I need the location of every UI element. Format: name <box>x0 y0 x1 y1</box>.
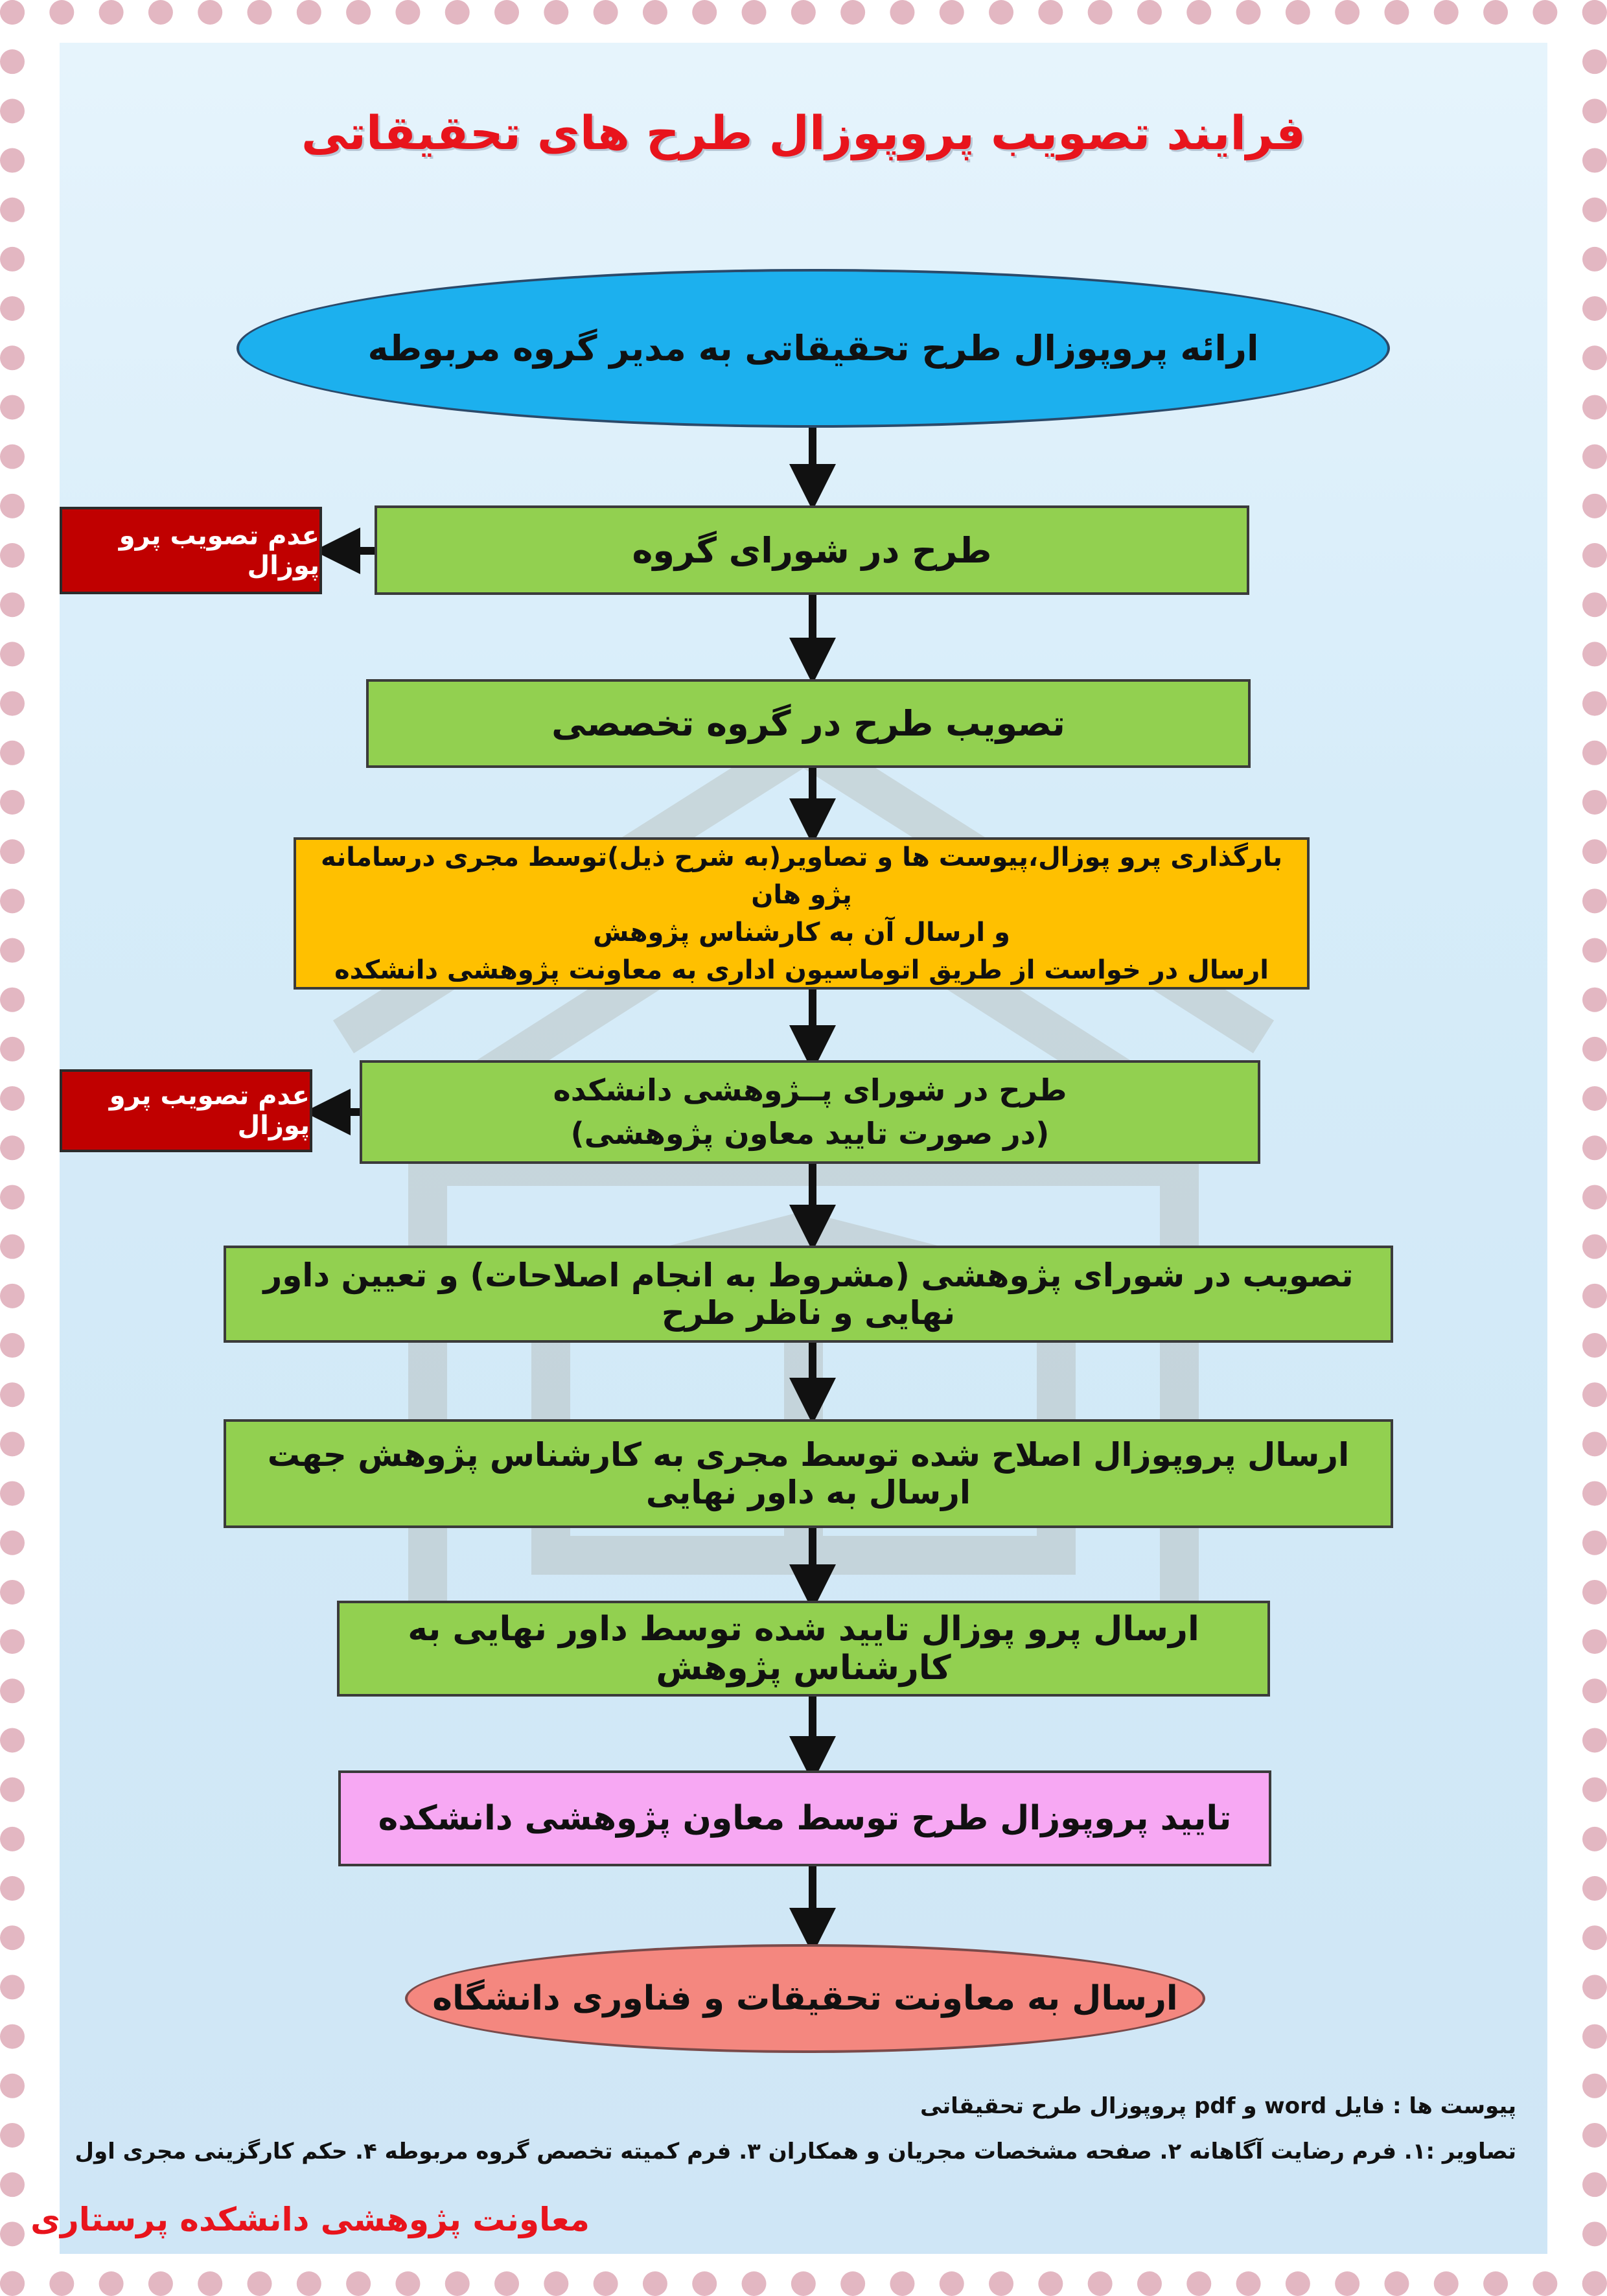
upload-line-3: ارسال در خواست از طریق اتوماسیون اداری ب… <box>334 955 1269 985</box>
reject-label-2: عدم تصویب پرو پوزال <box>109 1081 310 1141</box>
specialized-group-label: تصویب طرح در گروه تخصصی <box>551 703 1065 744</box>
send-approved-label: ارسال پرو پوزال تایید شده توسط داور نهای… <box>408 1610 1199 1687</box>
footer-signature: معاونت پژوهشی دانشکده پرستاری <box>30 2201 590 2238</box>
reject-box-1: عدم تصویب پرو پوزال <box>60 507 322 594</box>
images-note: تصاویر :۱. فرم رضایت آگاهانه ۲. صفحه مشخ… <box>75 2139 1516 2164</box>
start-node-label: ارائه پروپوزال طرح تحقیقاتی به مدیر گروه… <box>367 328 1259 369</box>
send-corrected-node: ارسال پروپوزال اصلاح شده توسط مجری به کا… <box>224 1419 1393 1528</box>
vice-approval-node: تایید پروپوزال طرح توسط معاون پژوهشی دان… <box>338 1770 1271 1866</box>
reject-box-2: عدم تصویب پرو پوزال <box>60 1069 312 1152</box>
upload-node: بارگذاری پرو پوزال،پیوست ها و تصاویر(به … <box>294 837 1310 990</box>
page-title: فرایند تصویب پروپوزال طرح های تحقیقاتی <box>301 106 1306 160</box>
approval-conditional-label: تصویب در شورای پژوهشی (مشروط به انجام اص… <box>263 1257 1354 1332</box>
end-node-label: ارسال به معاونت تحقیقات و فناوری دانشگاه <box>432 1979 1178 2018</box>
faculty-council-line-1: طرح در شورای پــژوهشی دانشکده <box>553 1073 1067 1108</box>
upload-line-1: بارگذاری پرو پوزال،پیوست ها و تصاویر(به … <box>320 842 1283 910</box>
approval-conditional-node: تصویب در شورای پژوهشی (مشروط به انجام اص… <box>224 1246 1393 1343</box>
attachments-note: پیوست ها : فایل word و pdf پروپوزال طرح … <box>919 2093 1516 2119</box>
send-approved-node: ارسال پرو پوزال تایید شده توسط داور نهای… <box>337 1601 1270 1697</box>
upload-line-2: و ارسال آن به کارشناس پژوهش <box>593 917 1010 947</box>
vice-approval-label: تایید پروپوزال طرح توسط معاون پژوهشی دان… <box>378 1799 1232 1838</box>
faculty-council-node: طرح در شورای پــژوهشی دانشکده (در صورت ت… <box>360 1060 1260 1164</box>
group-council-node: طرح در شورای گروه <box>375 505 1249 595</box>
reject-label-1: عدم تصویب پرو پوزال <box>119 520 319 581</box>
specialized-group-node: تصویب طرح در گروه تخصصی <box>366 679 1251 768</box>
group-council-label: طرح در شورای گروه <box>632 529 992 571</box>
start-node: ارائه پروپوزال طرح تحقیقاتی به مدیر گروه… <box>237 269 1390 428</box>
faculty-council-line-2: (در صورت تایید معاون پژوهشی) <box>570 1116 1050 1151</box>
end-node: ارسال به معاونت تحقیقات و فناوری دانشگاه <box>405 1944 1205 2053</box>
send-corrected-label: ارسال پروپوزال اصلاح شده توسط مجری به کا… <box>267 1436 1350 1511</box>
